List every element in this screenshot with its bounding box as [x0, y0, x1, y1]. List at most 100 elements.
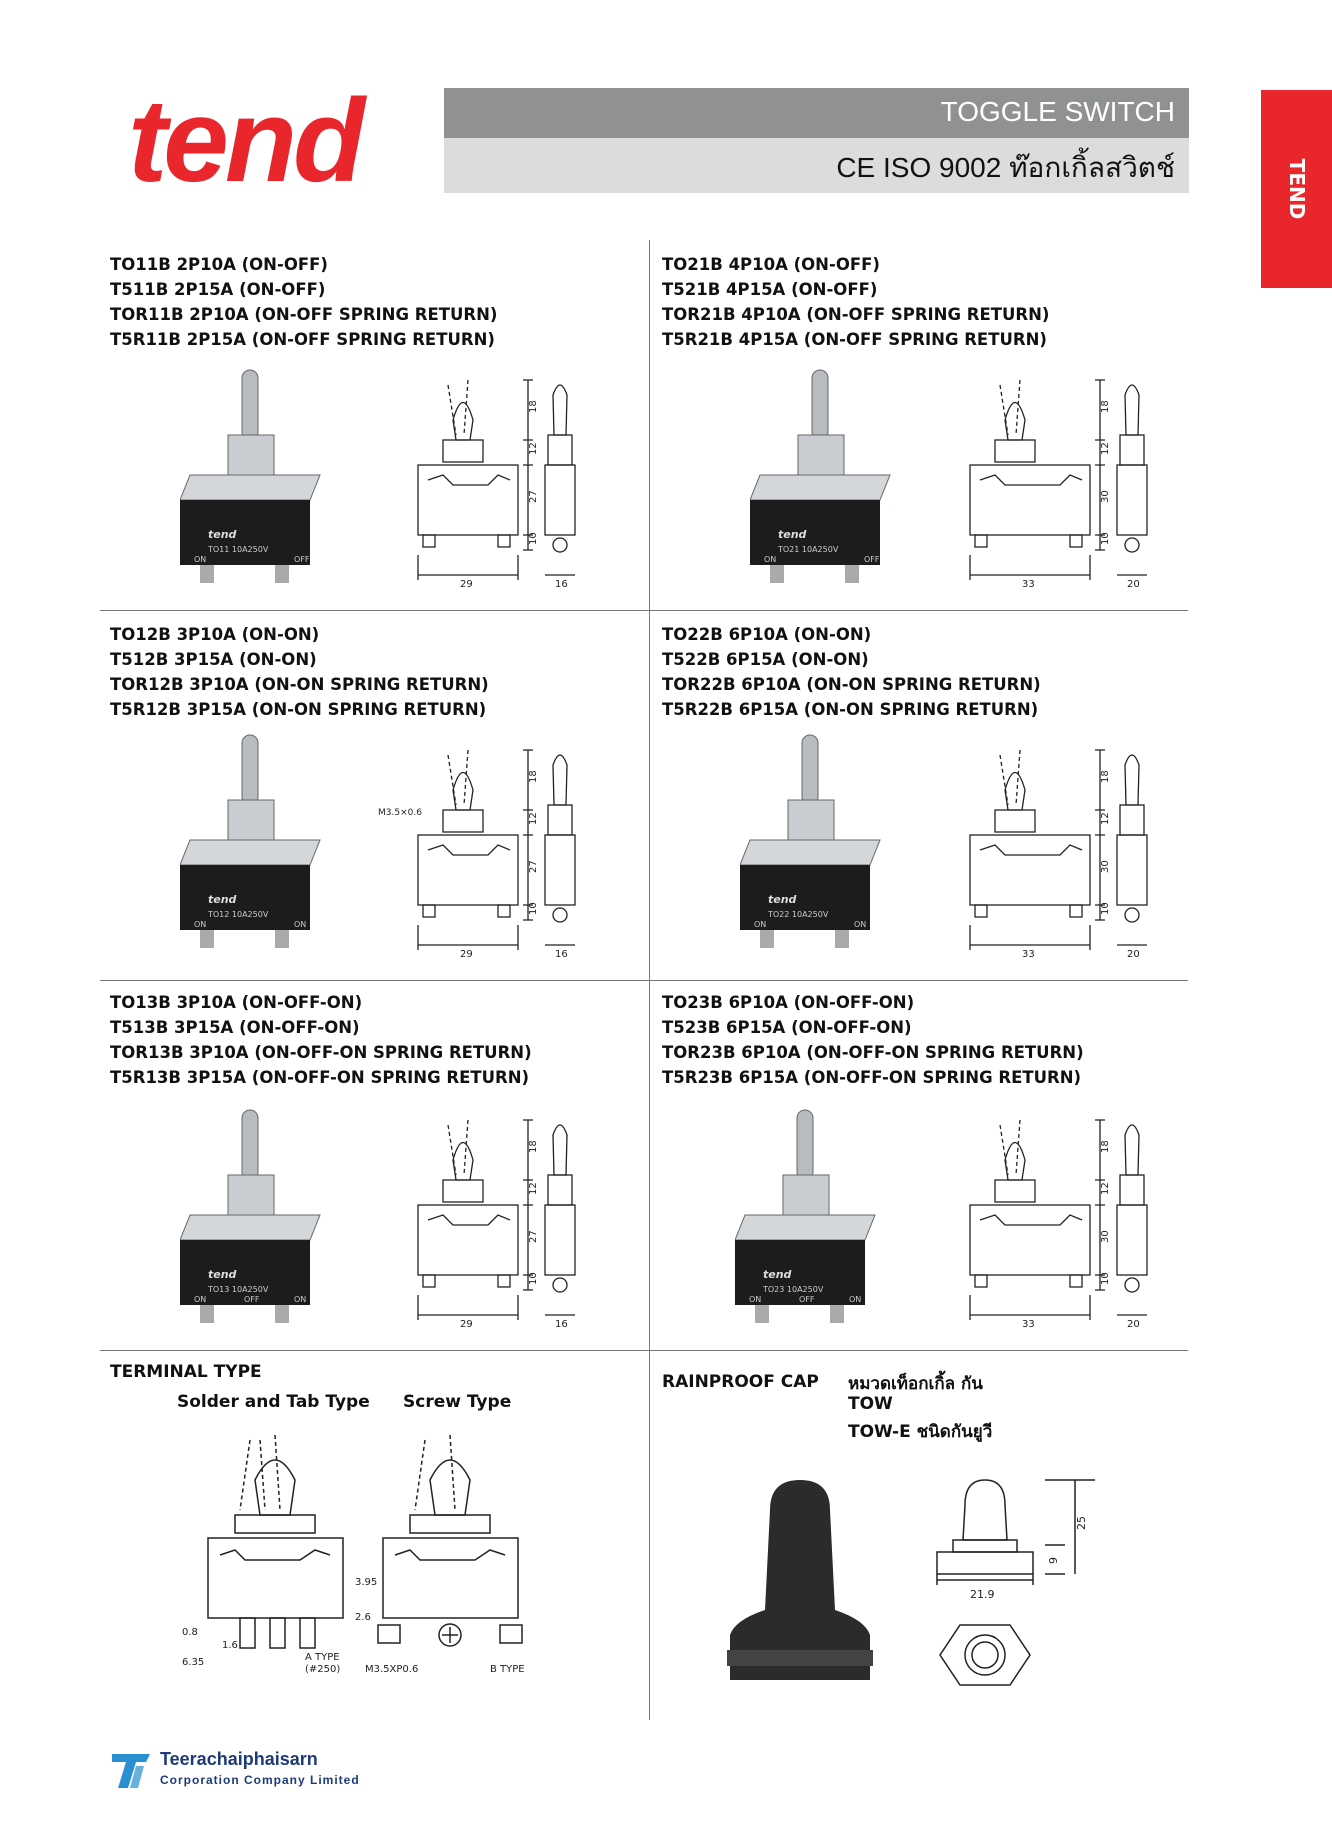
- position-label: OFF: [799, 1295, 815, 1304]
- cap-dim-height2: 9: [1047, 1557, 1060, 1564]
- switch-rating-label: TO12 10A250V: [207, 910, 269, 919]
- model-line: TOR13B 3P10A (ON-OFF-ON SPRING RETURN): [110, 1043, 532, 1062]
- dim-h2: 12: [1100, 1182, 1111, 1195]
- row-divider-1: [100, 610, 1188, 611]
- header-title-bar: TOGGLE SWITCH: [444, 88, 1189, 138]
- position-label: ON: [194, 555, 206, 564]
- model-line: T5R12B 3P15A (ON-ON SPRING RETURN): [110, 700, 487, 719]
- product-section-5: TO13B 3P10A (ON-OFF-ON)T513B 3P15A (ON-O…: [110, 990, 670, 1090]
- dim-h3: 27: [528, 1230, 539, 1243]
- rainproof-line1: หมวดเท็อกเกิ้ล กัน: [848, 1374, 983, 1394]
- cap-dim-width: 21.9: [970, 1588, 995, 1601]
- switch-brand-label: tend: [768, 893, 797, 906]
- dim-d: 6.35: [182, 1657, 204, 1668]
- page-title: TOGGLE SWITCH: [940, 96, 1175, 127]
- product-section-4: TO22B 6P10A (ON-ON)T522B 6P15A (ON-ON)TO…: [662, 622, 1222, 722]
- model-line: T5R21B 4P15A (ON-OFF SPRING RETURN): [662, 330, 1047, 349]
- model-line: T5R11B 2P15A (ON-OFF SPRING RETURN): [110, 330, 495, 349]
- position-label: OFF: [294, 555, 310, 564]
- dim-d: 20: [1127, 949, 1140, 960]
- model-line: TO12B 3P10A (ON-ON): [110, 625, 320, 644]
- position-label: ON: [294, 1295, 306, 1304]
- model-line: TOR23B 6P10A (ON-OFF-ON SPRING RETURN): [662, 1043, 1084, 1062]
- model-line: T512B 3P15A (ON-ON): [110, 650, 317, 669]
- dim-d: 16: [555, 949, 568, 960]
- switch-brand-label: tend: [778, 528, 807, 541]
- switch-rating-label: TO21 10A250V: [777, 545, 839, 554]
- dim-h1: 18: [1100, 1140, 1111, 1153]
- dim-h1: 18: [1100, 400, 1111, 413]
- dim-w: 33: [1022, 579, 1035, 590]
- dim-b: 0.8: [182, 1627, 198, 1638]
- position-label: ON: [754, 920, 766, 929]
- position-label: ON: [764, 555, 776, 564]
- model-line: TO23B 6P10A (ON-OFF-ON): [662, 993, 915, 1012]
- model-line: T5R13B 3P15A (ON-OFF-ON SPRING RETURN): [110, 1068, 530, 1087]
- side-tab-label: TEND: [1284, 158, 1309, 220]
- dim-w: 33: [1022, 1319, 1035, 1330]
- dim-c: 2.6: [355, 1612, 371, 1623]
- dim-h4: 10: [1100, 902, 1111, 915]
- terminal-type-drawing: 3.95 0.8 2.6 6.35 1.6 A TYPE (#250) M3.5…: [182, 1434, 525, 1675]
- company-name: Teerachaiphaisarn: [160, 1749, 318, 1769]
- position-label: OFF: [244, 1295, 260, 1304]
- model-line: TOR12B 3P10A (ON-ON SPRING RETURN): [110, 675, 489, 694]
- model-line: T522B 6P15A (ON-ON): [662, 650, 869, 669]
- dim-h3: 30: [1100, 490, 1111, 503]
- page-subtitle: CE ISO 9002 ท๊อกเกิ้ลสวิตช์: [836, 152, 1175, 183]
- teerachaiphaisarn-logo-icon: [112, 1754, 150, 1788]
- product-section-2: TO21B 4P10A (ON-OFF) T521B 4P15A (ON-OFF)…: [662, 252, 1222, 352]
- dim-w: 29: [460, 949, 473, 960]
- dim-e: 1.6: [222, 1640, 238, 1651]
- dim-h1: 18: [528, 770, 539, 783]
- rainproof-line3: TOW-E ชนิดกันยูวี: [848, 1422, 993, 1442]
- dim-d: 16: [555, 1319, 568, 1330]
- dim-a: 3.95: [355, 1577, 377, 1588]
- switch-rating-label: TO13 10A250V: [207, 1285, 269, 1294]
- screw-type-label: Screw Type: [403, 1392, 512, 1412]
- terminal-title: TERMINAL TYPE: [110, 1362, 262, 1382]
- position-label: ON: [194, 920, 206, 929]
- row-divider-2: [100, 980, 1188, 981]
- model-line: T513B 3P15A (ON-OFF-ON): [110, 1018, 360, 1037]
- switch-brand-label: tend: [208, 1268, 237, 1281]
- dim-h4: 10: [528, 902, 539, 915]
- dim-h4: 10: [528, 532, 539, 545]
- dim-h3: 30: [1100, 1230, 1111, 1243]
- dim-d: 20: [1127, 579, 1140, 590]
- a-type-number: (#250): [305, 1664, 340, 1675]
- solder-type-label: Solder and Tab Type: [177, 1392, 370, 1412]
- model-line: T523B 6P15A (ON-OFF-ON): [662, 1018, 912, 1037]
- position-label: ON: [294, 920, 306, 929]
- company-corporation: Corporation Company Limited: [160, 1773, 360, 1787]
- model-line: TOR21B 4P10A (ON-OFF SPRING RETURN): [662, 305, 1050, 324]
- dim-h2: 12: [528, 1182, 539, 1195]
- dim-h4: 10: [1100, 1272, 1111, 1285]
- dim-h2: 12: [1100, 812, 1111, 825]
- model-line: TO11B 2P10A (ON-OFF): [110, 255, 328, 274]
- dim-w: 33: [1022, 949, 1035, 960]
- rainproof-title: RAINPROOF CAP: [662, 1372, 819, 1392]
- rainproof-line2: TOW: [848, 1394, 893, 1414]
- dim-h3: 27: [528, 860, 539, 873]
- model-line: TO21B 4P10A (ON-OFF): [662, 255, 880, 274]
- dim-w: 29: [460, 579, 473, 590]
- dim-h1: 18: [1100, 770, 1111, 783]
- switch-brand-label: tend: [763, 1268, 792, 1281]
- cap-dim-height: 25: [1075, 1516, 1088, 1530]
- switch-brand-label: tend: [208, 528, 237, 541]
- model-line: T521B 4P15A (ON-OFF): [662, 280, 878, 299]
- dim-h2: 12: [528, 812, 539, 825]
- product-section-6: TO23B 6P10A (ON-OFF-ON) T523B 6P15A (ON-O…: [662, 990, 1222, 1090]
- dim-h4: 10: [528, 1272, 539, 1285]
